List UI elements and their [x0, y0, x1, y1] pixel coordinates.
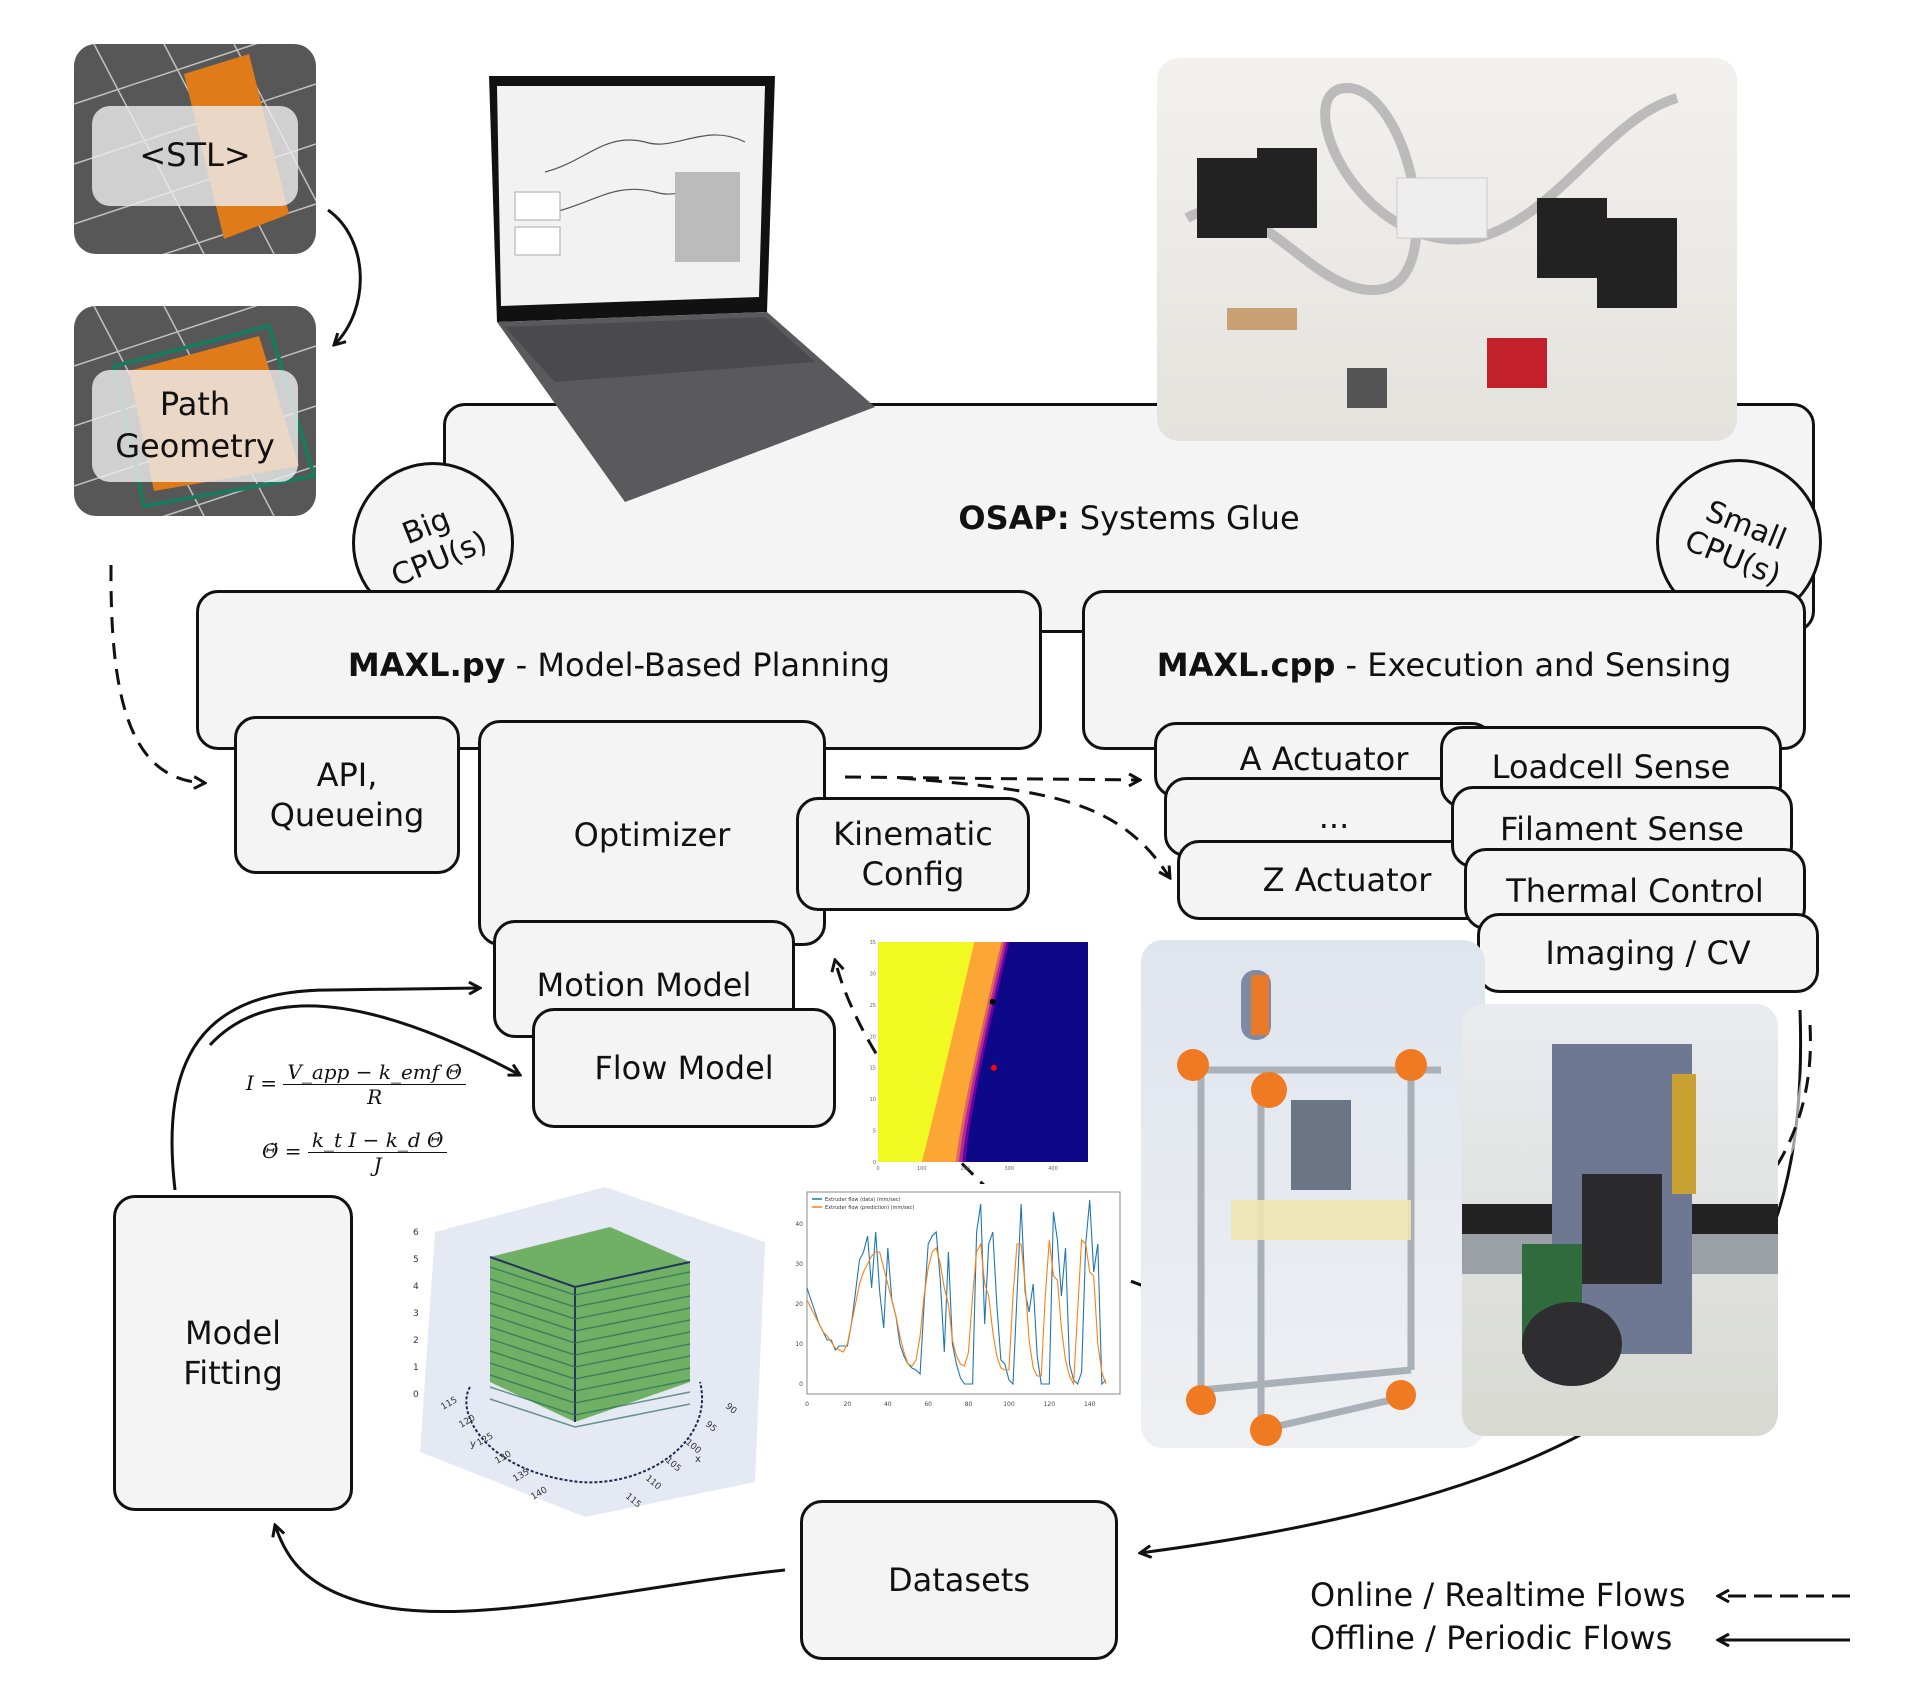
y-tick-label: 30: [870, 971, 876, 977]
arrow-stl-to-path: [327, 208, 362, 345]
layer-line: [489, 1314, 691, 1344]
arrow-path-to-api: [109, 564, 205, 783]
printer-photo: [1141, 940, 1485, 1448]
legend-online: Online / Realtime Flows: [1310, 1576, 1686, 1614]
z-tick-label: 4: [413, 1282, 419, 1292]
point-cloud-cube: [490, 1227, 690, 1422]
actuators-photo: [1157, 58, 1737, 441]
layer-line: [489, 1362, 691, 1392]
arrow-datasets-to-fitting: [275, 1525, 786, 1614]
y-tick-label: 30: [795, 1261, 803, 1268]
y-tick-label: 10: [795, 1341, 803, 1348]
contour-band-0: [878, 942, 975, 1162]
path-geometry-label: Path Geometry: [92, 370, 298, 482]
legend-label: Extruder flow (data) (mm/sec): [825, 1197, 901, 1203]
osap-title: OSAP: Systems Glue: [958, 499, 1300, 537]
layer-line: [489, 1386, 691, 1416]
x-tick-label: 0: [805, 1401, 809, 1408]
z-tick-label: 5: [413, 1255, 419, 1265]
marker-point-1: [990, 1064, 997, 1071]
layer-line: [489, 1302, 691, 1332]
heatmap-svg: 0 100 200 300 400 0 5 10 15 20 25 30 35: [870, 940, 1088, 1172]
y-tick-label: 0: [799, 1381, 803, 1388]
x-tick-label: 60: [924, 1401, 932, 1408]
y-tick-label: 0: [873, 1160, 876, 1166]
datasets-box: Datasets: [800, 1500, 1118, 1660]
x-tick-label: 300: [1004, 1166, 1014, 1172]
y-tick-label: 35: [870, 940, 876, 946]
y-axis-label: y: [470, 1439, 476, 1450]
plot-frame: [806, 1191, 1121, 1395]
maxl-cpp-title: MAXL.cpp - Execution and Sensing: [1156, 646, 1732, 684]
x-tick-label: 100: [1003, 1401, 1015, 1408]
stl-tile: <STL>: [74, 44, 316, 254]
skirt-path: [465, 1381, 703, 1484]
series-line-1: [806, 1238, 1107, 1387]
big-cpu-label: Big CPU(s): [386, 501, 493, 594]
layer-line: [489, 1326, 691, 1356]
x-tick-label: 200: [961, 1166, 971, 1172]
laptop-photo: [485, 72, 885, 512]
layer-line: [489, 1374, 691, 1404]
path-geometry-tile: Path Geometry: [74, 306, 316, 516]
equation-current: I = V_app − k_emf Θ̇R: [246, 1060, 466, 1109]
stl-label: <STL>: [92, 106, 298, 206]
z-tick-label: 1: [413, 1363, 419, 1373]
z-tick-label: 3: [413, 1309, 419, 1319]
maxl-py-title: MAXL.py - Model-Based Planning: [347, 646, 891, 684]
legend-label: Extruder flow (prediction) (mm/sec): [825, 1205, 914, 1211]
y-tick-label: 5: [873, 1129, 876, 1135]
x-tick-label: 400: [1048, 1166, 1058, 1172]
x-tick-label: 0: [876, 1166, 879, 1172]
imaging-cv-box: Imaging / CV: [1477, 913, 1819, 993]
equation-acceleration: Θ̈ = k_t I − k_d Θ̇J: [262, 1128, 448, 1177]
y-tick-label: 20: [870, 1034, 876, 1040]
y-tick-label: 40: [795, 1221, 803, 1228]
extruder-flow-chart: 0 20 40 60 80 100 120 140 0 10 20 30 40 Extruder flow…: [785, 1184, 1130, 1419]
series-line-0: [806, 1199, 1107, 1386]
optimizer-box: Optimizer: [478, 720, 826, 946]
layer-line: [489, 1338, 691, 1368]
x-tick-label: 80: [965, 1401, 973, 1408]
arrow-optimizer-to-a-actuator: [844, 777, 1140, 780]
z-tick-label: 6: [413, 1228, 419, 1238]
layer-line: [489, 1290, 691, 1320]
y-tick-label: 10: [870, 1097, 876, 1103]
x-tick-label: 140: [1084, 1401, 1096, 1408]
x-tick-label: 100: [917, 1166, 927, 1172]
api-queueing-box: API,Queueing: [234, 716, 460, 874]
layer-line: [489, 1266, 691, 1296]
small-cpu-label: Small CPU(s): [1679, 493, 1791, 593]
heatmap-chart: 0 100 200 300 400 0 5 10 15 20 25 30 35: [866, 940, 1091, 1172]
legend-offline: Offline / Periodic Flows: [1310, 1619, 1673, 1657]
x-tick-label: 20: [844, 1401, 852, 1408]
z-tick-label: 2: [413, 1336, 419, 1346]
x-axis-label: x: [695, 1454, 701, 1465]
flow-model-box: Flow Model: [532, 1008, 836, 1128]
x-tick-label: 40: [884, 1401, 892, 1408]
layer-line: [489, 1398, 691, 1428]
scatter-3d-svg: 0123456115120125130135140909510010511011…: [413, 1187, 765, 1517]
toolhead-photo: [1462, 1004, 1778, 1436]
y-tick-label: 15: [870, 1066, 876, 1072]
marker-point-0: [989, 998, 996, 1005]
x-tick-label: 120: [1044, 1401, 1056, 1408]
y-tick-label: 25: [870, 1003, 876, 1009]
layer-line: [489, 1350, 691, 1380]
y-tick-label: 20: [795, 1301, 803, 1308]
extruder-flow-svg: 0 20 40 60 80 100 120 140 0 10 20 30 40 Extruder flow…: [795, 1191, 1121, 1408]
z-tick-label: 0: [413, 1390, 419, 1400]
layer-line: [489, 1278, 691, 1308]
